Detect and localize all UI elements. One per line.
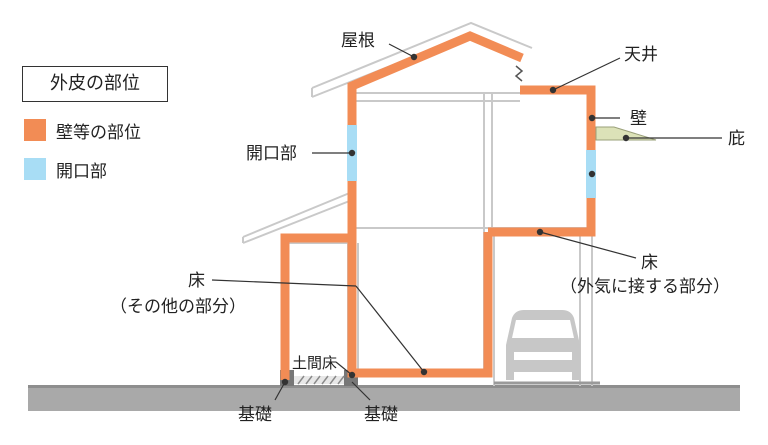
- ground-top-edge: [28, 385, 740, 388]
- legend-label-wall: 壁等の部位: [56, 122, 141, 143]
- label-floor-outside-2: （外気に接する部分）: [560, 277, 730, 297]
- car-icon: [506, 310, 580, 380]
- legend-swatch-opening: [24, 158, 46, 180]
- label-floor-outside-1: 床: [641, 253, 658, 273]
- label-opening: 開口部: [246, 144, 297, 164]
- leader-dots: [281, 53, 630, 386]
- eave-shape: [595, 126, 657, 141]
- legend-item-opening: 開口部: [24, 157, 107, 182]
- legend-swatch-wall: [24, 119, 46, 141]
- legend-item-wall: 壁等の部位: [24, 118, 141, 143]
- label-roof: 屋根: [341, 31, 375, 51]
- roof-break-mark: [514, 65, 524, 82]
- dirt-floor-hatch: [294, 375, 345, 385]
- label-foundation-right: 基礎: [364, 405, 398, 425]
- label-foundation-left: 基礎: [238, 405, 272, 425]
- legend-title: 外皮の部位: [22, 66, 168, 102]
- ground: [28, 387, 740, 411]
- leader-lines: [211, 43, 722, 401]
- label-floor-other-1: 床: [188, 271, 205, 291]
- label-dirt-floor: 土間床: [292, 354, 337, 372]
- legend-label-opening: 開口部: [56, 161, 107, 182]
- label-floor-other-2: （その他の部分）: [110, 297, 246, 317]
- label-eave: 庇: [728, 129, 745, 149]
- label-wall: 壁: [630, 109, 647, 129]
- label-ceiling: 天井: [624, 45, 658, 65]
